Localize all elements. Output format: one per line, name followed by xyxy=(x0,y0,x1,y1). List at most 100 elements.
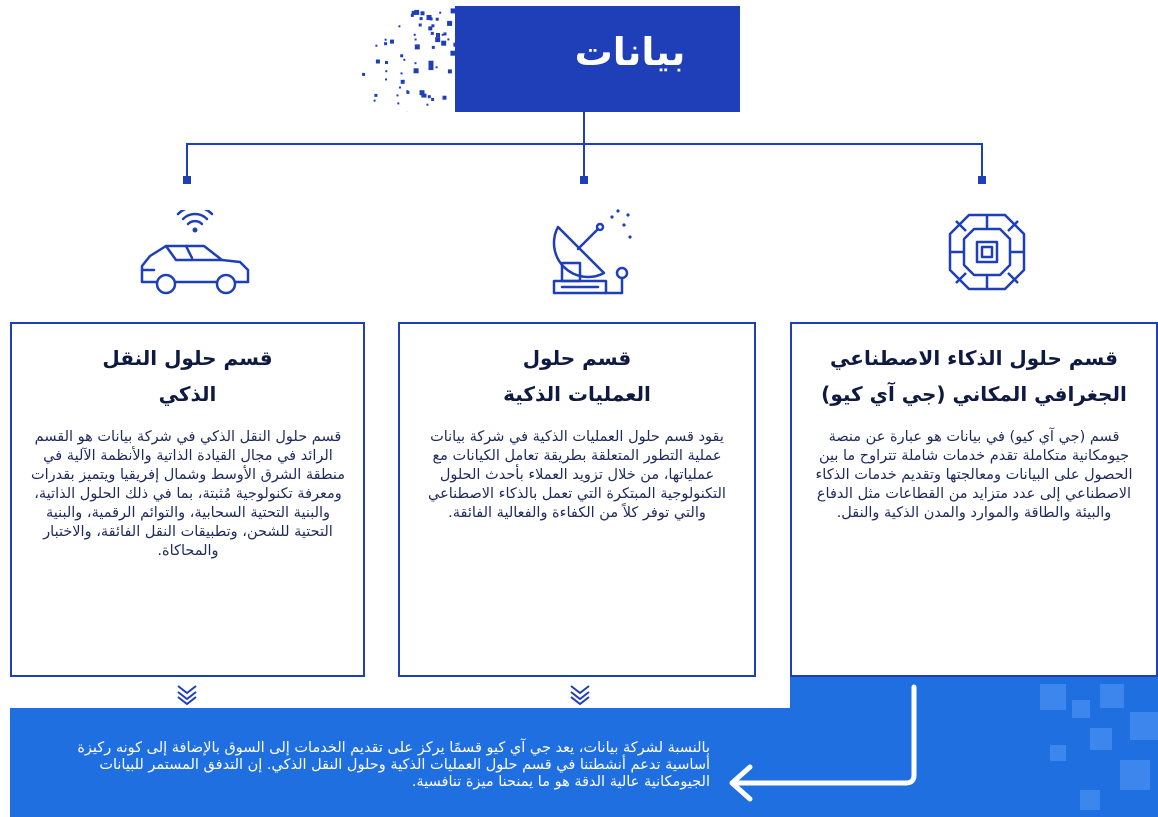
pixel-square xyxy=(491,53,497,59)
pixel-square xyxy=(472,104,478,110)
pixel-square xyxy=(406,90,410,94)
pixel-square xyxy=(508,103,512,108)
card-transport-title-line2: الذكي xyxy=(158,382,217,406)
pixel-square xyxy=(362,72,366,76)
pixel-square xyxy=(426,15,432,20)
pixel-square xyxy=(374,93,378,97)
card-ai-body: قسم (جي آي كيو) في بيانات هو عبارة عن من… xyxy=(815,429,1133,521)
pixel-square xyxy=(467,9,471,13)
pixel-square xyxy=(385,70,388,73)
pixel-pattern-decoration xyxy=(362,8,512,112)
decor-square xyxy=(1120,760,1150,790)
pixel-square xyxy=(443,32,447,36)
pixel-square xyxy=(460,61,465,66)
decor-square xyxy=(1090,728,1112,750)
chevron-down-icon xyxy=(570,685,590,705)
pixel-square xyxy=(420,11,425,16)
pixel-square xyxy=(428,26,433,31)
pixel-square xyxy=(492,44,497,49)
pixel-square xyxy=(457,94,460,97)
pixel-square xyxy=(508,46,512,52)
pixel-square xyxy=(507,65,511,69)
pixel-square xyxy=(475,75,478,78)
arrow-left-icon xyxy=(729,684,917,802)
pixel-square xyxy=(462,37,468,43)
connector-right xyxy=(981,143,983,179)
card-transport-title-line1: قسم حلول النقل xyxy=(102,346,273,370)
pixel-square xyxy=(483,91,488,96)
pixel-square xyxy=(465,26,468,29)
card-operations-title-line1: قسم حلول xyxy=(522,346,632,370)
pixel-square xyxy=(507,20,512,26)
pixel-square xyxy=(500,86,504,90)
pixel-square xyxy=(486,110,489,112)
connector-left xyxy=(186,143,188,179)
pixel-square xyxy=(480,10,484,14)
connector-center xyxy=(583,143,585,179)
card-ai-title-line1: قسم حلول الذكاء الاصطناعي xyxy=(830,346,1118,370)
decor-square xyxy=(1072,700,1090,718)
pixel-square xyxy=(390,39,394,44)
pixel-square xyxy=(484,55,490,61)
pixel-square xyxy=(400,54,404,58)
pixel-square xyxy=(488,107,492,112)
pixel-square xyxy=(398,25,401,28)
pixel-square xyxy=(499,10,503,14)
pixel-square xyxy=(474,89,478,93)
header-title: بيانات xyxy=(574,30,686,74)
pixel-square xyxy=(506,36,510,40)
pixel-square xyxy=(413,33,416,36)
pixel-square xyxy=(453,42,458,47)
pixel-square xyxy=(428,65,434,71)
card-operations xyxy=(398,322,756,677)
pixel-square xyxy=(490,60,494,64)
pixel-square xyxy=(375,59,380,64)
pixel-square xyxy=(396,94,399,97)
pixel-square xyxy=(477,74,483,80)
pixel-square xyxy=(502,96,508,102)
pixel-square xyxy=(373,99,376,102)
pixel-square xyxy=(501,27,504,30)
pixel-square xyxy=(431,98,435,101)
chevron-down-icon xyxy=(177,685,197,705)
header-box xyxy=(455,6,740,112)
pixel-square xyxy=(508,110,511,112)
pixel-square xyxy=(502,17,508,23)
connector-dot-left xyxy=(183,176,191,184)
pixel-square xyxy=(493,31,496,34)
pixel-square xyxy=(477,84,480,87)
pixel-square xyxy=(497,65,503,71)
pixel-square xyxy=(418,23,422,27)
pixel-square xyxy=(439,11,442,14)
pixel-square xyxy=(419,17,423,21)
pixel-square xyxy=(493,83,499,89)
pixel-square xyxy=(476,90,479,93)
pixel-square xyxy=(495,106,500,112)
pixel-square xyxy=(462,24,466,28)
pixel-square xyxy=(385,78,388,81)
pixel-square xyxy=(442,95,447,100)
pixel-square xyxy=(430,31,434,35)
pixel-square xyxy=(489,11,495,17)
pixel-square xyxy=(447,69,452,74)
pixel-square xyxy=(508,26,511,29)
pixel-square xyxy=(468,80,474,86)
decor-square xyxy=(1080,790,1100,810)
pixel-square xyxy=(414,38,417,41)
pixel-square xyxy=(375,44,378,47)
pixel-square xyxy=(497,62,500,65)
pixel-square xyxy=(447,38,450,41)
pixel-square xyxy=(410,13,414,17)
connector-vertical-main xyxy=(583,112,585,144)
pixel-square xyxy=(480,81,485,86)
pixel-square xyxy=(494,51,499,56)
pixel-square xyxy=(486,95,490,99)
pixel-square xyxy=(403,58,406,61)
pixel-square xyxy=(497,79,501,83)
pixel-square xyxy=(447,20,453,26)
pixel-square xyxy=(441,33,444,36)
pixel-square xyxy=(436,33,440,37)
pixel-square xyxy=(504,86,508,90)
pixel-square xyxy=(384,38,387,41)
summary-text: بالنسبة لشركة بيانات، يعد جي آي كيو قسمً… xyxy=(77,740,710,790)
